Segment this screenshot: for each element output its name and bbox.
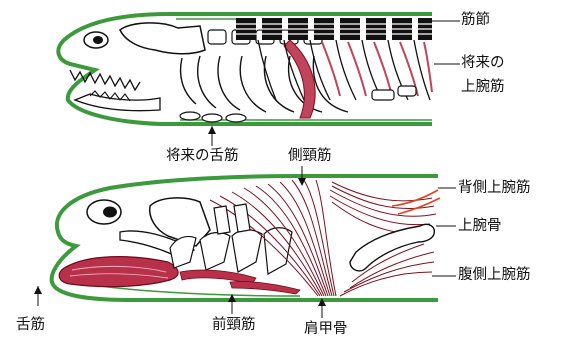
bottom-anterior-neck-muscle: [180, 270, 300, 294]
bottom-dorsal-accent: [392, 190, 440, 214]
label-myotome: 筋節: [461, 13, 490, 28]
label-future-upper-arm-line1: 将来の: [461, 56, 505, 71]
label-tongue-muscle: 舌筋: [16, 318, 45, 333]
bottom-figure: [34, 166, 456, 318]
top-future-tongue-muscle: [284, 40, 315, 118]
label-humerus: 上腕骨: [458, 219, 502, 234]
label-future-upper-arm-line2: 上腕筋: [461, 80, 505, 95]
label-anterior-neck-muscle: 前頸筋: [212, 318, 256, 333]
top-ventral-bones: [180, 112, 246, 122]
top-figure: [58, 14, 460, 146]
label-ventral-upper-arm-muscle: 腹側上腕筋: [458, 268, 531, 283]
top-upper-arm-buds: [372, 86, 416, 100]
label-dorsal-upper-arm-muscle: 背側上腕筋: [458, 181, 531, 196]
bottom-ribs: [214, 204, 250, 234]
label-lateral-neck-muscle: 側頸筋: [288, 149, 332, 164]
bottom-tongue-muscle: [59, 257, 178, 287]
label-scapula: 肩甲骨: [304, 322, 348, 337]
top-skull: [120, 23, 205, 54]
label-future-tongue-muscle: 将来の舌筋: [166, 149, 239, 164]
top-myotomes: [236, 18, 432, 40]
